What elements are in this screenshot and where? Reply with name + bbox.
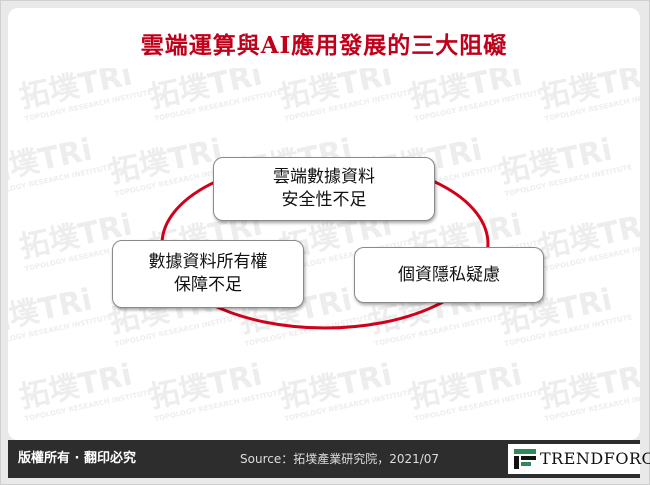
obstacle-node-cloud-security: 雲端數據資料 安全性不足 [213, 157, 435, 221]
copyright-notice: 版權所有 · 翻印必究 [18, 451, 136, 466]
node-line: 安全性不足 [281, 190, 367, 210]
source-note: Source：拓墣產業研究院，2021/07 [240, 452, 440, 466]
footer-bar: 版權所有 · 翻印必究 Source：拓墣產業研究院，2021/07 TREND… [8, 440, 650, 478]
trendforce-wordmark: TRENDFORCE [540, 449, 650, 468]
obstacle-node-data-ownership: 數據資料所有權 保障不足 [112, 240, 304, 308]
node-line: 保障不足 [174, 275, 242, 295]
trendforce-logo: TRENDFORCE [508, 444, 650, 474]
slide-title: 雲端運算與AI應用發展的三大阻礙 [140, 32, 508, 59]
node-line: 數據資料所有權 [148, 252, 268, 272]
node-line: 雲端數據資料 [273, 167, 375, 187]
obstacle-node-privacy: 個資隱私疑慮 [354, 247, 544, 303]
diagram-ring [160, 158, 490, 330]
trendforce-mark-icon [514, 449, 536, 469]
node-line: 個資隱私疑慮 [398, 264, 500, 285]
